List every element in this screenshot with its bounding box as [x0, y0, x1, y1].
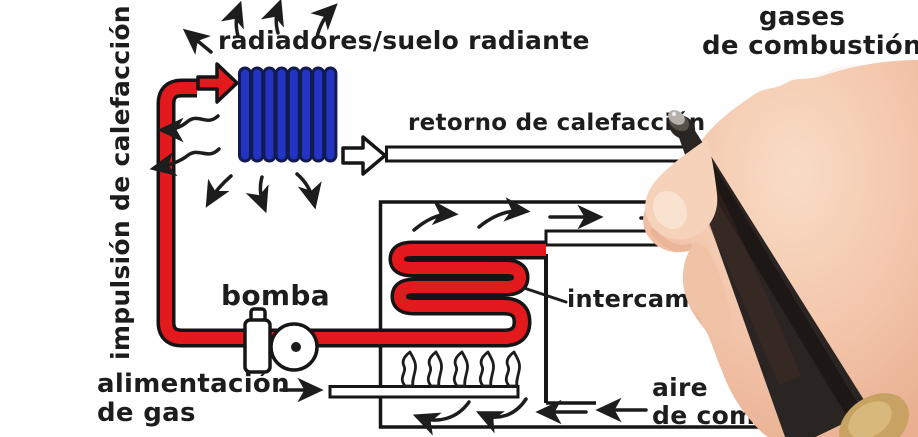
label-return-pipe: retorno de calefacción — [408, 110, 706, 136]
air-flow-arrow — [412, 400, 471, 436]
heat-left-arrow — [157, 114, 220, 143]
heat-up-arrow — [310, 3, 338, 39]
pen-cap-gold — [839, 393, 909, 437]
label-pump: bomba — [221, 279, 330, 312]
heat-exchanger-coil-and-supply-pipe — [156, 78, 546, 348]
label-combustion-air-line1: aire — [652, 373, 708, 402]
hand-fist — [643, 60, 918, 437]
flame-icon — [426, 350, 443, 388]
label-radiators: radiadores/suelo radiante — [218, 26, 590, 55]
heat-down-arrow — [245, 175, 269, 214]
burner-flames — [400, 350, 521, 388]
flame-icon — [452, 350, 469, 388]
air-flow-arrow — [475, 397, 528, 434]
heat-up-arrow — [260, 0, 284, 35]
supply-flow-arrow — [196, 62, 239, 104]
heat-up-arrow — [220, 0, 244, 38]
pen-body-shading — [687, 143, 863, 421]
flue-gas-arrow — [477, 197, 531, 229]
exchanger-connector-line — [522, 286, 568, 304]
heat-up-left-arrow — [182, 28, 213, 55]
heat-down-arrow — [205, 174, 233, 208]
flow-arrows — [149, 0, 676, 436]
label-flue-gases-line1: gases — [758, 2, 846, 32]
radiator — [238, 66, 338, 163]
flue-gas-arrow — [412, 200, 459, 232]
index-fingertip-highlight — [652, 190, 688, 230]
heat-down-arrow — [295, 172, 322, 210]
return-flow-arrow — [341, 135, 387, 176]
gas-burner-bar — [328, 385, 520, 399]
label-gas-supply-line2: de gas — [97, 398, 196, 429]
pen-tip — [668, 110, 696, 140]
pump — [243, 307, 319, 374]
flame-icon — [478, 350, 495, 388]
heat-left-arrow — [149, 147, 221, 177]
thumb — [683, 242, 732, 336]
label-flue-gases-line2: de combustión — [702, 31, 918, 62]
label-gas-supply-line1: alimentación — [97, 369, 290, 399]
flame-icon — [504, 350, 521, 388]
flame-icon — [400, 350, 417, 388]
